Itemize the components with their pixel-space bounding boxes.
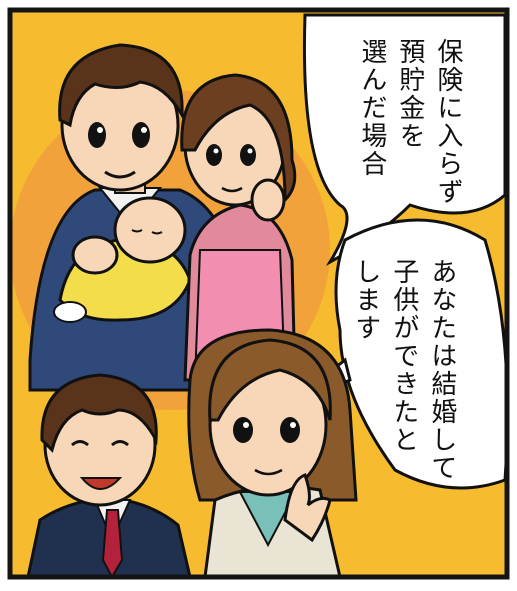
panel-border: [7, 7, 510, 580]
bubble-top-line-3: 選んだ場合: [356, 38, 387, 178]
speech-bubble-top: [302, 13, 507, 266]
bubble-bottom-line-3: します: [350, 258, 381, 342]
bubble-top-line-1: 保険に入らず: [432, 38, 463, 206]
baby-figure: [53, 196, 192, 323]
bubble-top-line-2: 預貯金を: [394, 38, 425, 150]
advisor-woman-figure: [187, 328, 358, 579]
speech-bubble-bottom: [334, 218, 509, 490]
bubble-bottom-line-1: あなたは結婚して: [426, 258, 457, 482]
bubble-bottom-line-2: 子供ができたと: [388, 258, 419, 454]
suit-man-figure: [26, 373, 192, 580]
